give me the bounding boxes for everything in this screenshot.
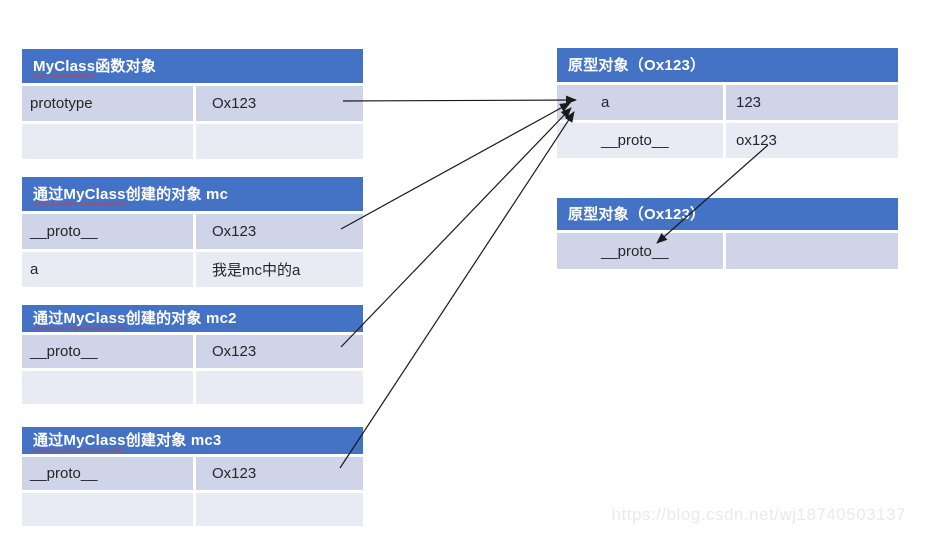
table-prototype-object: 原型对象（Ox123） a 123 __proto__ ox123 xyxy=(557,48,898,158)
key-cell: __proto__ xyxy=(557,233,723,269)
table-row: a 123 xyxy=(557,85,898,120)
table-row xyxy=(22,371,363,404)
title-marked-text: 通过MyClass xyxy=(33,310,126,327)
table-row: __proto__ Ox123 xyxy=(22,335,363,368)
value-cell xyxy=(726,233,898,269)
key-cell: a xyxy=(557,85,723,120)
key-cell: __proto__ xyxy=(22,214,193,249)
title-marked-text: MyClass xyxy=(33,57,96,75)
title-text: 创建的对象 mc xyxy=(125,185,229,203)
table-row xyxy=(22,124,363,159)
value-cell xyxy=(196,371,363,404)
value-cell: Ox123 xyxy=(196,214,363,249)
table-row: __proto__ Ox123 xyxy=(22,457,363,490)
value-cell: Ox123 xyxy=(196,86,363,121)
table-prototype-object-2: 原型对象（Ox123） __proto__ xyxy=(557,198,898,269)
table-row: __proto__ Ox123 xyxy=(22,214,363,249)
key-cell xyxy=(22,124,193,159)
value-cell xyxy=(196,124,363,159)
key-cell xyxy=(22,371,193,404)
title-text: 创建的对象 mc2 xyxy=(125,310,237,327)
value-cell: 我是mc中的a xyxy=(196,252,363,287)
key-cell: __proto__ xyxy=(22,335,193,368)
table-row: prototype Ox123 xyxy=(22,86,363,121)
value-cell xyxy=(196,493,363,526)
arrow-mc2-proto-to-prototype-object xyxy=(340,107,572,348)
title-text: 原型对象（Ox123） xyxy=(568,56,706,74)
value-cell: ox123 xyxy=(726,123,898,158)
key-cell: __proto__ xyxy=(557,123,723,158)
key-cell: a xyxy=(22,252,193,287)
value-cell: Ox123 xyxy=(196,457,363,490)
arrow-mc-proto-to-prototype-object xyxy=(340,102,571,230)
title-text: 创建对象 mc3 xyxy=(125,432,222,449)
value-cell: Ox123 xyxy=(196,335,363,368)
title-marked-text: 通过MyClass xyxy=(33,185,126,203)
table-title: 原型对象（Ox123） xyxy=(557,48,898,82)
title-marked-text: 通过MyClass xyxy=(33,432,126,449)
table-row: __proto__ xyxy=(557,233,898,269)
key-cell xyxy=(22,493,193,526)
title-text: 原型对象（Ox123） xyxy=(568,205,706,223)
table-row: a 我是mc中的a xyxy=(22,252,363,287)
title-text: 函数对象 xyxy=(95,57,157,75)
arrow-myclass-prototype-to-prototype-object xyxy=(342,95,577,105)
table-title: 原型对象（Ox123） xyxy=(557,198,898,230)
table-row xyxy=(22,493,363,526)
key-cell: prototype xyxy=(22,86,193,121)
watermark-text: https://blog.csdn.net/wj18740503137 xyxy=(611,505,906,524)
arrow-mc3-proto-to-prototype-object xyxy=(339,111,575,469)
table-row: __proto__ ox123 xyxy=(557,123,898,158)
key-cell: __proto__ xyxy=(22,457,193,490)
value-cell: 123 xyxy=(726,85,898,120)
